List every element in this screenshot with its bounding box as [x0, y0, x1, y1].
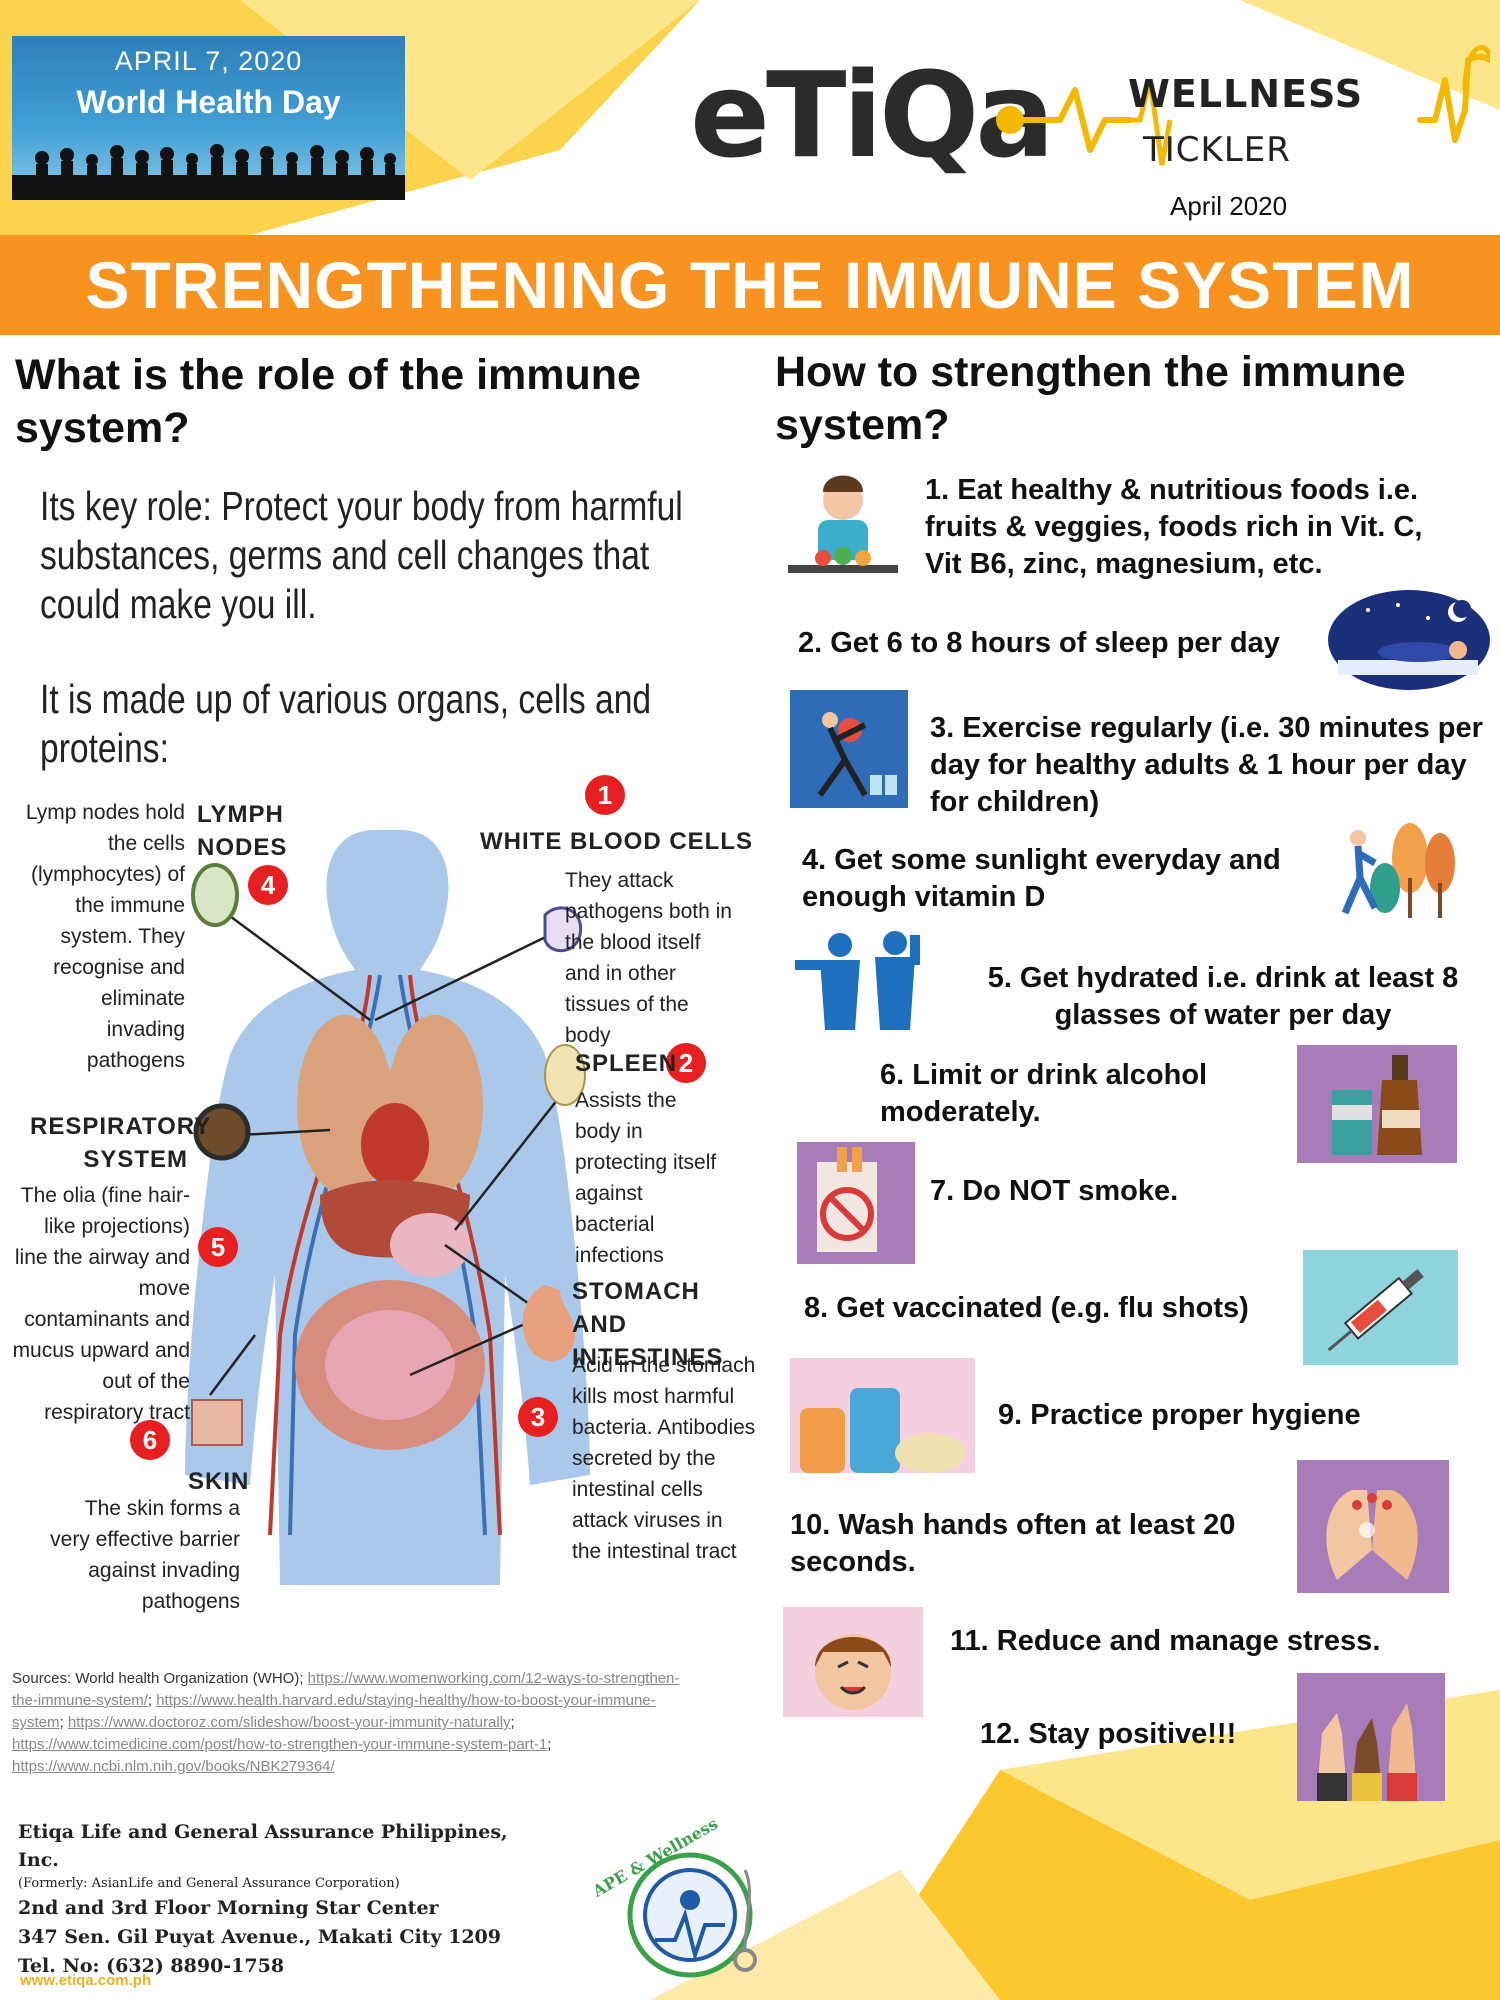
text-skin: The skin forms a very effective barrier … — [50, 1497, 240, 1613]
white-blood-cell-icon — [543, 906, 583, 953]
tip-1: 1. Eat healthy & nutritious foods i.e. f… — [925, 474, 1423, 580]
label-respiratory-system: RESPIRATORY SYSTEM — [30, 1113, 212, 1173]
lymph-node-icon — [191, 863, 239, 927]
source-link-5[interactable]: https://www.ncbi.nlm.nih.gov/books/NBK27… — [12, 1758, 335, 1775]
tip-2: 2. Get 6 to 8 hours of sleep per day — [798, 627, 1280, 659]
tip-9: 9. Practice proper hygiene — [998, 1399, 1361, 1431]
source-link-4[interactable]: https://www.tcimedicine.com/post/how-to-… — [12, 1736, 548, 1753]
world-health-day-banner: APRIL 7, 2020 World Health Day — [12, 36, 405, 200]
tip-4: 4. Get some sunlight everyday and enough… — [802, 844, 1281, 913]
tip-7: 7. Do NOT smoke. — [930, 1175, 1179, 1207]
alcohol-icon — [1297, 1045, 1457, 1163]
spleen-icon — [544, 1044, 586, 1106]
exercise-icon — [790, 690, 908, 808]
eating-icon — [783, 470, 903, 588]
respiratory-cilia-icon — [193, 1103, 251, 1161]
tip-8: 8. Get vaccinated (e.g. flu shots) — [804, 1292, 1249, 1324]
badge-6: 6 — [130, 1420, 170, 1460]
label-white-blood-cells: WHITE BLOOD CELLS — [480, 828, 753, 855]
stomach-icon — [522, 1285, 575, 1362]
stethoscope-heartbeat-icon — [996, 45, 1490, 166]
label-stomach-intestines: STOMACH AND INTESTINES — [572, 1278, 724, 1371]
company-name: Etiqa Life and General Assurance Philipp… — [18, 1821, 508, 1871]
badge-3: 3 — [518, 1397, 558, 1437]
tip-3: 3. Exercise regularly (i.e. 30 minutes p… — [930, 712, 1483, 818]
issue-date: April 2020 — [1170, 191, 1288, 221]
source-link-1[interactable]: https://www.womenworking.com/12-ways-to-… — [12, 1670, 680, 1709]
text-lymph-nodes: Lymp nodes hold the cells (lymphocytes) … — [25, 801, 185, 1072]
handwashing-icon — [1297, 1460, 1449, 1593]
text-spleen: Assists the body in protecting itself ag… — [575, 1089, 717, 1267]
hygiene-products-icon — [790, 1358, 975, 1488]
source-link-2[interactable]: https://www.health.harvard.edu/staying-h… — [12, 1692, 656, 1731]
no-smoking-icon — [797, 1142, 915, 1264]
sources-label: Sources: World health Organization (WHO)… — [12, 1670, 308, 1687]
ape-wellness-logo: APE & Wellness — [595, 1820, 757, 1978]
company-address-1: 2nd and 3rd Floor Morning Star Center — [18, 1897, 439, 1919]
sunlight-walk-icon — [1330, 808, 1460, 926]
sleeping-icon — [1328, 590, 1490, 690]
company-tel: Tel. No: (632) 8890-1758 — [18, 1955, 285, 1977]
etiqa-logo: eTiQa — [690, 46, 1055, 184]
text-white-blood-cells: They attack pathogens both in the blood … — [565, 869, 732, 1047]
banner-date: APRIL 7, 2020 — [114, 46, 303, 76]
source-link-3[interactable]: https://www.doctoroz.com/slideshow/boost… — [67, 1714, 511, 1731]
drinking-water-icon — [785, 925, 945, 1035]
company-info: Etiqa Life and General Assurance Philipp… — [18, 1818, 538, 1981]
body-illustration — [185, 830, 590, 1585]
website-link[interactable]: www.etiqa.com.ph — [20, 1972, 152, 1989]
thumbs-up-icon — [1297, 1673, 1445, 1801]
tip-12: 12. Stay positive!!! — [980, 1718, 1237, 1750]
badge-1: 1 — [585, 775, 625, 815]
key-role-text: Its key role: Protect your body from har… — [40, 483, 683, 627]
sources: Sources: World health Organization (WHO)… — [12, 1670, 680, 1775]
syringe-icon — [1303, 1250, 1458, 1365]
company-address-2: 347 Sen. Gil Puyat Avenue., Makati City … — [18, 1926, 501, 1948]
right-heading: How to strengthen the immune system? — [775, 348, 1406, 449]
label-lymph-nodes: LYMPH NODES — [197, 801, 288, 861]
tip-10: 10. Wash hands often at least 20 seconds… — [790, 1509, 1236, 1578]
left-heading: What is the role of the immune system? — [15, 351, 641, 452]
stress-icon — [783, 1607, 923, 1717]
crowd-silhouette-icon — [12, 144, 405, 200]
wellness-label: WELLNESS — [1128, 72, 1364, 116]
made-up-text: It is made up of various organs, cells a… — [40, 676, 652, 771]
badge-5: 5 — [198, 1227, 238, 1267]
immune-system-diagram: 1 WHITE BLOOD CELLS They attack pathogen… — [0, 775, 760, 1613]
tip-11: 11. Reduce and manage stress. — [950, 1625, 1381, 1657]
page-title: STRENGTHENING THE IMMUNE SYSTEM — [85, 248, 1415, 322]
banner-title: World Health Day — [76, 84, 341, 120]
tickler-label: TICKLER — [1143, 130, 1291, 170]
text-stomach-intestines: Acid in the stomach kills most harmful b… — [572, 1354, 756, 1563]
company-former-name: (Formerly: AsianLife and General Assuran… — [18, 1876, 400, 1891]
badge-2: 2 — [666, 1043, 706, 1083]
skin-layer-icon — [191, 1399, 243, 1446]
title-bar: STRENGTHENING THE IMMUNE SYSTEM — [0, 235, 1500, 335]
tip-6: 6. Limit or drink alcohol moderately. — [880, 1059, 1208, 1128]
tip-5: 5. Get hydrated i.e. drink at least 8 gl… — [987, 962, 1459, 1031]
label-spleen: SPLEEN — [575, 1050, 678, 1077]
text-respiratory-system: The olia (fine hair-like projections) li… — [12, 1184, 190, 1424]
label-skin: SKIN — [188, 1468, 250, 1495]
badge-4: 4 — [248, 865, 288, 905]
